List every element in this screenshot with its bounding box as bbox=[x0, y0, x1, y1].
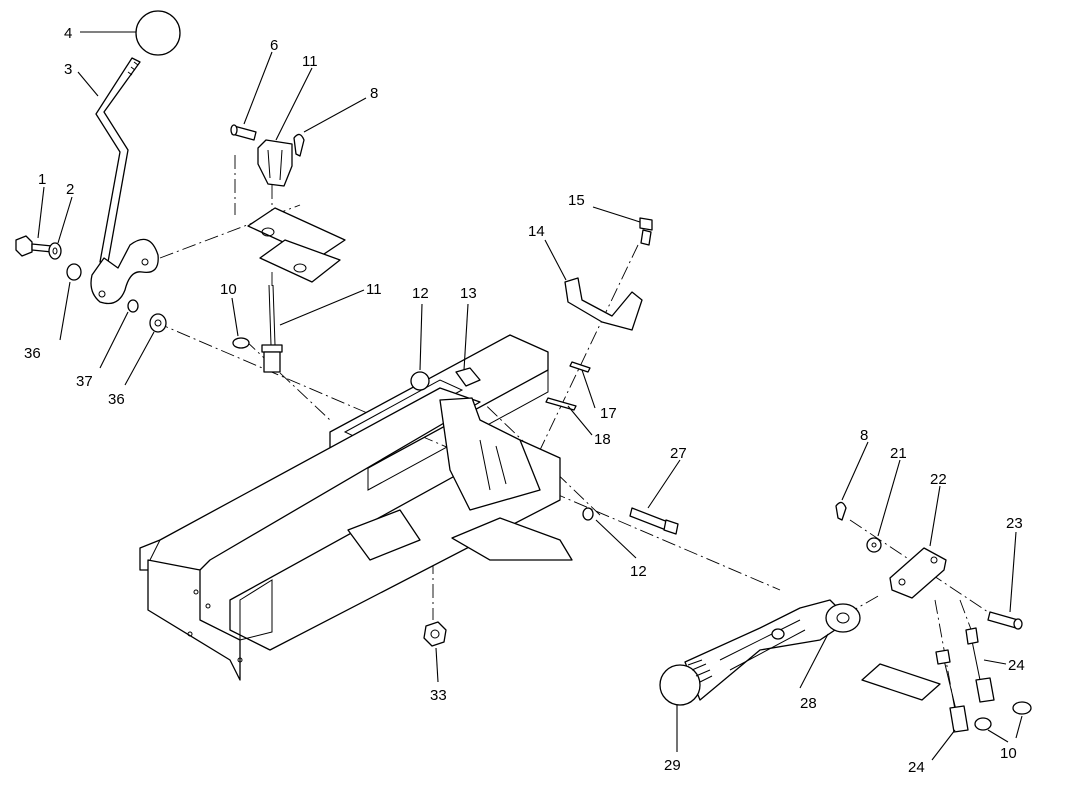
washer-36-right bbox=[149, 313, 167, 333]
spacer-13 bbox=[455, 367, 481, 387]
spacer-12-top bbox=[410, 371, 430, 391]
washer-2 bbox=[48, 242, 62, 260]
adjuster-rod bbox=[261, 284, 283, 373]
pin-23 bbox=[987, 611, 1023, 630]
callout-22: 22 bbox=[930, 471, 947, 488]
callout-36-right: 36 bbox=[108, 391, 125, 408]
shift-lever bbox=[90, 57, 159, 305]
pedal-pad bbox=[659, 659, 713, 706]
callout-13: 13 bbox=[460, 285, 477, 302]
spacer-18 bbox=[545, 397, 577, 411]
shift-knob bbox=[135, 10, 181, 56]
callout-21: 21 bbox=[890, 445, 907, 462]
spacer-17 bbox=[569, 361, 591, 373]
callout-10-upper: 10 bbox=[220, 281, 237, 298]
callout-14: 14 bbox=[528, 223, 545, 240]
bushing-37 bbox=[127, 299, 139, 313]
bolt-27 bbox=[629, 507, 679, 535]
callout-15: 15 bbox=[568, 192, 585, 209]
rod-24-left bbox=[935, 649, 969, 733]
callout-37: 37 bbox=[76, 373, 93, 390]
clevis-pin bbox=[230, 124, 257, 141]
callout-23: 23 bbox=[1006, 515, 1023, 532]
washer-21 bbox=[866, 537, 882, 553]
callout-11-upper: 11 bbox=[302, 53, 318, 70]
callout-12-upper: 12 bbox=[412, 285, 429, 302]
callout-6: 6 bbox=[270, 37, 278, 54]
callout-8-right: 8 bbox=[860, 427, 868, 444]
callout-17: 17 bbox=[600, 405, 617, 422]
pedal-arm bbox=[684, 599, 861, 701]
lower-bracket bbox=[861, 663, 941, 701]
callout-29: 29 bbox=[664, 757, 681, 774]
washer-36-left bbox=[66, 263, 82, 281]
main-frame bbox=[139, 334, 573, 681]
callout-2: 2 bbox=[66, 181, 74, 198]
clevis-plate bbox=[247, 207, 346, 283]
clip-10-lower bbox=[974, 701, 1032, 731]
rod-24-right bbox=[965, 627, 995, 703]
callout-3: 3 bbox=[64, 61, 72, 78]
leader-lines bbox=[37, 31, 1023, 761]
callout-24-right: 24 bbox=[1008, 657, 1025, 674]
callout-10-lower: 10 bbox=[1000, 745, 1017, 762]
callout-27: 27 bbox=[670, 445, 687, 462]
bolt bbox=[15, 235, 53, 257]
callout-1: 1 bbox=[38, 171, 46, 188]
callout-4: 4 bbox=[64, 25, 72, 42]
clevis bbox=[257, 139, 293, 187]
callout-28: 28 bbox=[800, 695, 817, 712]
callout-8-upper: 8 bbox=[370, 85, 378, 102]
callout-24-left: 24 bbox=[908, 759, 925, 776]
callout-labels: 4 3 1 2 36 37 36 6 11 8 10 11 12 13 14 1… bbox=[24, 25, 1025, 776]
cotter-pin-upper bbox=[293, 133, 305, 157]
callout-12-lower: 12 bbox=[630, 563, 647, 580]
callout-18: 18 bbox=[594, 431, 611, 448]
bolt-15 bbox=[639, 217, 653, 246]
callout-36-left: 36 bbox=[24, 345, 41, 362]
callout-33: 33 bbox=[430, 687, 447, 704]
callout-11-lower: 11 bbox=[366, 281, 382, 298]
link-22 bbox=[889, 547, 947, 599]
spacer-12-lower bbox=[582, 507, 594, 521]
cotter-pin-right bbox=[835, 501, 847, 521]
bracket-14 bbox=[564, 277, 643, 331]
clip-10-upper bbox=[232, 337, 250, 349]
nut-33 bbox=[423, 621, 447, 647]
